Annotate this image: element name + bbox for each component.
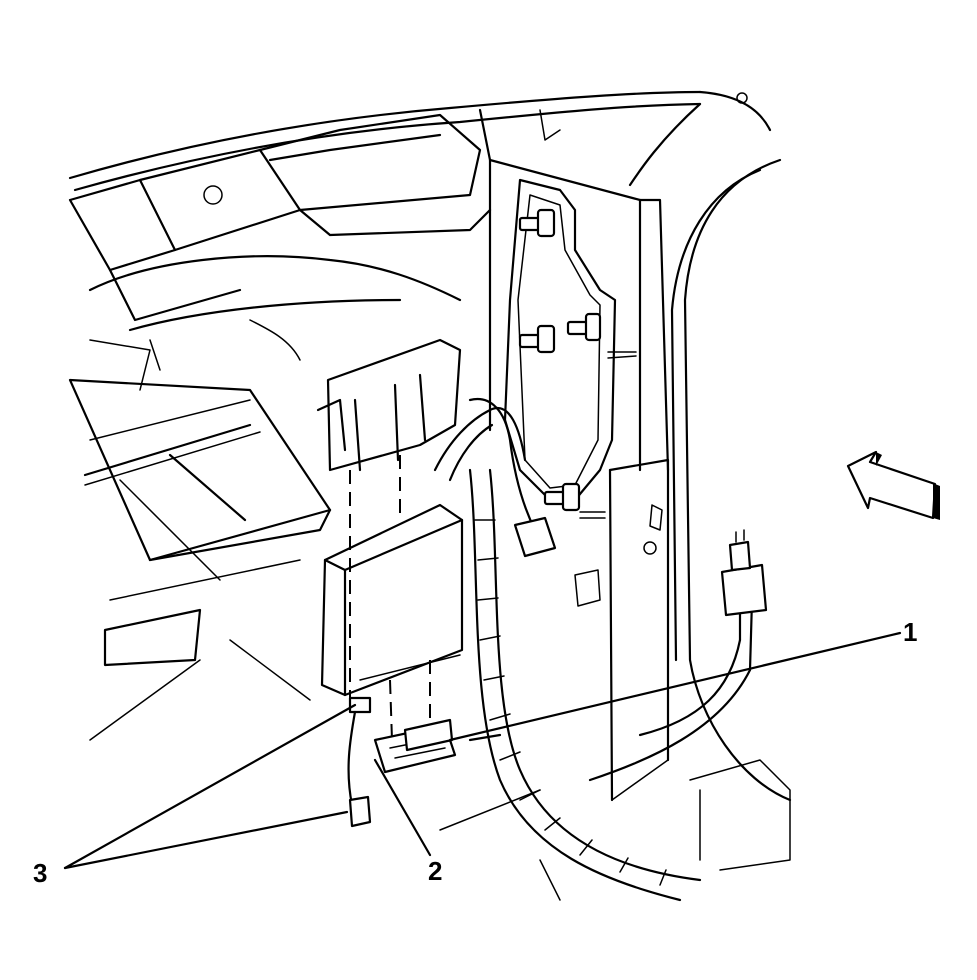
view-direction-arrow-icon	[846, 450, 940, 520]
floor-structure	[439, 759, 791, 901]
stud-middle-right	[566, 312, 602, 342]
callout-labels: 1 2 3	[33, 617, 917, 888]
leader-line-3a	[63, 703, 357, 870]
small-connector	[347, 696, 372, 828]
callout-2: 2	[428, 856, 442, 886]
harness-connector	[373, 718, 457, 774]
dash-panel-structure	[68, 113, 492, 371]
mounting-bracket	[503, 178, 637, 519]
vehicle-body-outline	[68, 90, 792, 802]
stud-lower	[543, 482, 581, 512]
callout-1: 1	[903, 617, 917, 647]
rear-body-panel	[478, 108, 670, 802]
callout-3: 3	[33, 858, 47, 888]
callout-leaders	[63, 631, 902, 870]
module-mounting-plate	[316, 338, 462, 472]
leader-line-1	[448, 631, 902, 742]
stud-middle-left	[518, 324, 556, 354]
stud-upper	[518, 208, 556, 238]
leader-line-3b	[63, 810, 349, 870]
leader-line-2	[373, 758, 432, 857]
relay-module	[720, 529, 768, 617]
control-module	[320, 503, 464, 697]
alignment-guides	[349, 455, 431, 741]
wiring-harness	[433, 397, 754, 902]
receiver-tray	[68, 339, 332, 741]
